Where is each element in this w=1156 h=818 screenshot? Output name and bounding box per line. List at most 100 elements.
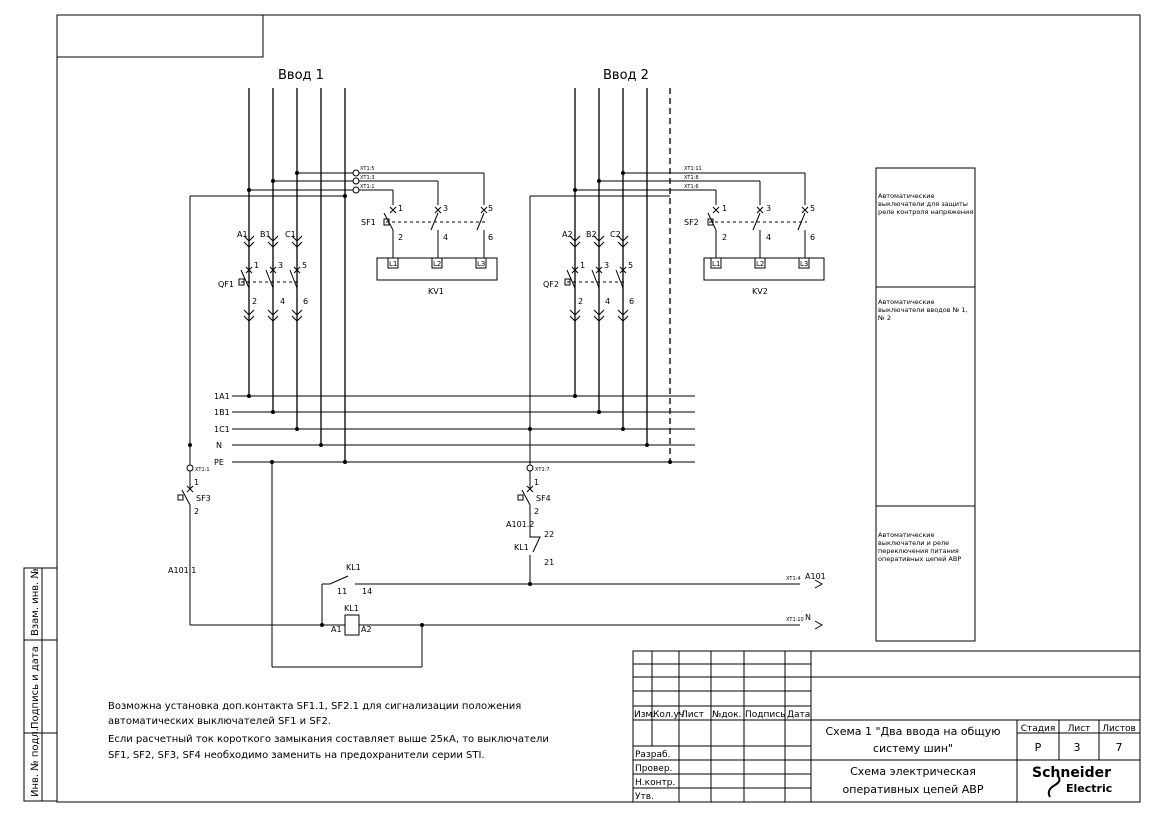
input2-circuit bbox=[529, 88, 825, 465]
tb-stage-value: Р bbox=[1035, 741, 1042, 754]
tb-subtitle-line1: Схема электрическая bbox=[850, 765, 976, 778]
pin: 5 bbox=[810, 204, 815, 213]
a1-label: A1 bbox=[237, 230, 248, 239]
tb-col-podpis: Подпись bbox=[745, 710, 785, 720]
terminal-label: ХТ1:6 bbox=[684, 184, 699, 190]
tb-title-line2: систему шин" bbox=[873, 742, 953, 755]
pin: 2 bbox=[578, 297, 583, 306]
tb-role-utv: Утв. bbox=[635, 792, 654, 802]
tb-stage-header: Стадия bbox=[1021, 724, 1056, 734]
pin: 2 bbox=[534, 507, 539, 516]
control-circuit bbox=[177, 462, 824, 668]
left-stamp: Инв. № подл. Подпись и дата Взам. инв. № bbox=[23, 567, 58, 802]
sf4-label: SF4 bbox=[536, 494, 551, 503]
pin: 5 bbox=[628, 261, 633, 270]
sf1-label: SF1 bbox=[361, 218, 376, 227]
pin: 4 bbox=[280, 297, 285, 306]
wire-label: N bbox=[805, 613, 811, 622]
side-panel-note-3: Автоматические выключатели и реле перекл… bbox=[878, 531, 962, 563]
tb-col-ndok: №док. bbox=[712, 710, 741, 720]
pin: A2 bbox=[361, 625, 372, 634]
terminal-label: ХТ1:11 bbox=[684, 166, 702, 172]
tb-sheets-value: 7 bbox=[1116, 741, 1123, 754]
pin: A1 bbox=[331, 625, 342, 634]
a2-label: A2 bbox=[562, 230, 573, 239]
note-line-3: Если расчетный ток короткого замыкания с… bbox=[108, 734, 549, 745]
busbars bbox=[188, 395, 695, 464]
wire-label: A101 bbox=[805, 572, 826, 581]
stamp-signature-date: Подпись и дата bbox=[30, 646, 41, 729]
tb-title-line1: Схема 1 "Два ввода на общую bbox=[826, 725, 1001, 738]
input1-title: Ввод 1 bbox=[278, 68, 324, 83]
pin: 4 bbox=[443, 233, 448, 242]
pin: 1 bbox=[722, 204, 727, 213]
logo-electric: Electric bbox=[1066, 782, 1112, 795]
title-block bbox=[632, 650, 1141, 803]
b2-label: B2 bbox=[586, 230, 597, 239]
notes: Возможна установка доп.контакта SF1.1, S… bbox=[108, 701, 549, 761]
pin: 2 bbox=[194, 507, 199, 516]
pin: 2 bbox=[252, 297, 257, 306]
kv2-label: KV2 bbox=[752, 287, 768, 296]
terminal-label: ХТ1:1 bbox=[360, 184, 375, 190]
note-line-2: автоматических выключателей SF1 и SF2. bbox=[108, 716, 331, 727]
pin: 5 bbox=[488, 204, 493, 213]
tb-role-prover: Провер. bbox=[635, 764, 672, 774]
schneider-logo: Schneider Electric bbox=[1032, 765, 1112, 798]
pin: 3 bbox=[766, 204, 771, 213]
pin: 4 bbox=[766, 233, 771, 242]
tb-col-list: Лист bbox=[681, 710, 704, 720]
b1-label: B1 bbox=[260, 230, 271, 239]
top-left-stamp bbox=[56, 14, 264, 58]
tb-subtitle-line2: оперативных цепей АВР bbox=[843, 783, 984, 796]
terminal-label: ХТ1:10 bbox=[786, 617, 804, 623]
kv1-label: KV1 bbox=[428, 287, 444, 296]
stamp-vzam-inv: Взам. инв. № bbox=[30, 568, 41, 636]
sf2-label: SF2 bbox=[684, 218, 699, 227]
side-panel: Автоматические выключатели для защиты ре… bbox=[875, 167, 976, 642]
terminal-label: ХТ1:7 bbox=[535, 467, 550, 473]
tb-role-nkontr: Н.контр. bbox=[635, 778, 675, 788]
pin: 22 bbox=[544, 530, 554, 539]
pin: 3 bbox=[278, 261, 283, 270]
pin: 5 bbox=[302, 261, 307, 270]
bus-label-1a1: 1A1 bbox=[214, 392, 230, 401]
pin: 4 bbox=[605, 297, 610, 306]
pin: 6 bbox=[629, 297, 634, 306]
tb-sheets-header: Листов bbox=[1102, 724, 1136, 734]
qf2-label: QF2 bbox=[543, 280, 559, 289]
pin: 11 bbox=[337, 587, 347, 596]
bus-label-n: N bbox=[216, 441, 222, 450]
tb-sheet-header: Лист bbox=[1068, 724, 1091, 734]
input2-title: Ввод 2 bbox=[603, 68, 649, 83]
kl1-coil bbox=[344, 614, 360, 636]
pin: 1 bbox=[398, 204, 403, 213]
kv1-l1: L1 bbox=[389, 260, 397, 268]
pin: 1 bbox=[194, 478, 199, 487]
terminal-label: ХТ1:3 bbox=[360, 175, 375, 181]
terminal-label: ХТ1:4 bbox=[786, 576, 801, 582]
kv1-l2: L2 bbox=[433, 260, 441, 268]
tb-col-koluch: Кол.уч bbox=[653, 710, 684, 720]
qf1-label: QF1 bbox=[218, 280, 234, 289]
kl1-sf4-label: KL1 bbox=[514, 543, 529, 552]
pin: 21 bbox=[544, 558, 554, 567]
wire-label: A101.1 bbox=[168, 566, 196, 575]
terminal-label: ХТ1:5 bbox=[360, 166, 375, 172]
bus-label-1c1: 1C1 bbox=[214, 425, 230, 434]
pin: 3 bbox=[443, 204, 448, 213]
bus-label-1b1: 1B1 bbox=[214, 408, 230, 417]
pin: 14 bbox=[362, 587, 372, 596]
kl1-coil-label: KL1 bbox=[344, 604, 359, 613]
wire-label: A101.2 bbox=[506, 520, 534, 529]
stamp-inv-podl: Инв. № подл. bbox=[30, 728, 41, 797]
outer-frame bbox=[56, 14, 1141, 803]
kl1-contact-label: KL1 bbox=[346, 563, 361, 572]
pin: 2 bbox=[398, 233, 403, 242]
pin: 6 bbox=[810, 233, 815, 242]
kv2-l2: L2 bbox=[756, 260, 764, 268]
kv1-l3: L3 bbox=[477, 260, 485, 268]
c1-label: C1 bbox=[285, 230, 296, 239]
pin: 1 bbox=[254, 261, 259, 270]
